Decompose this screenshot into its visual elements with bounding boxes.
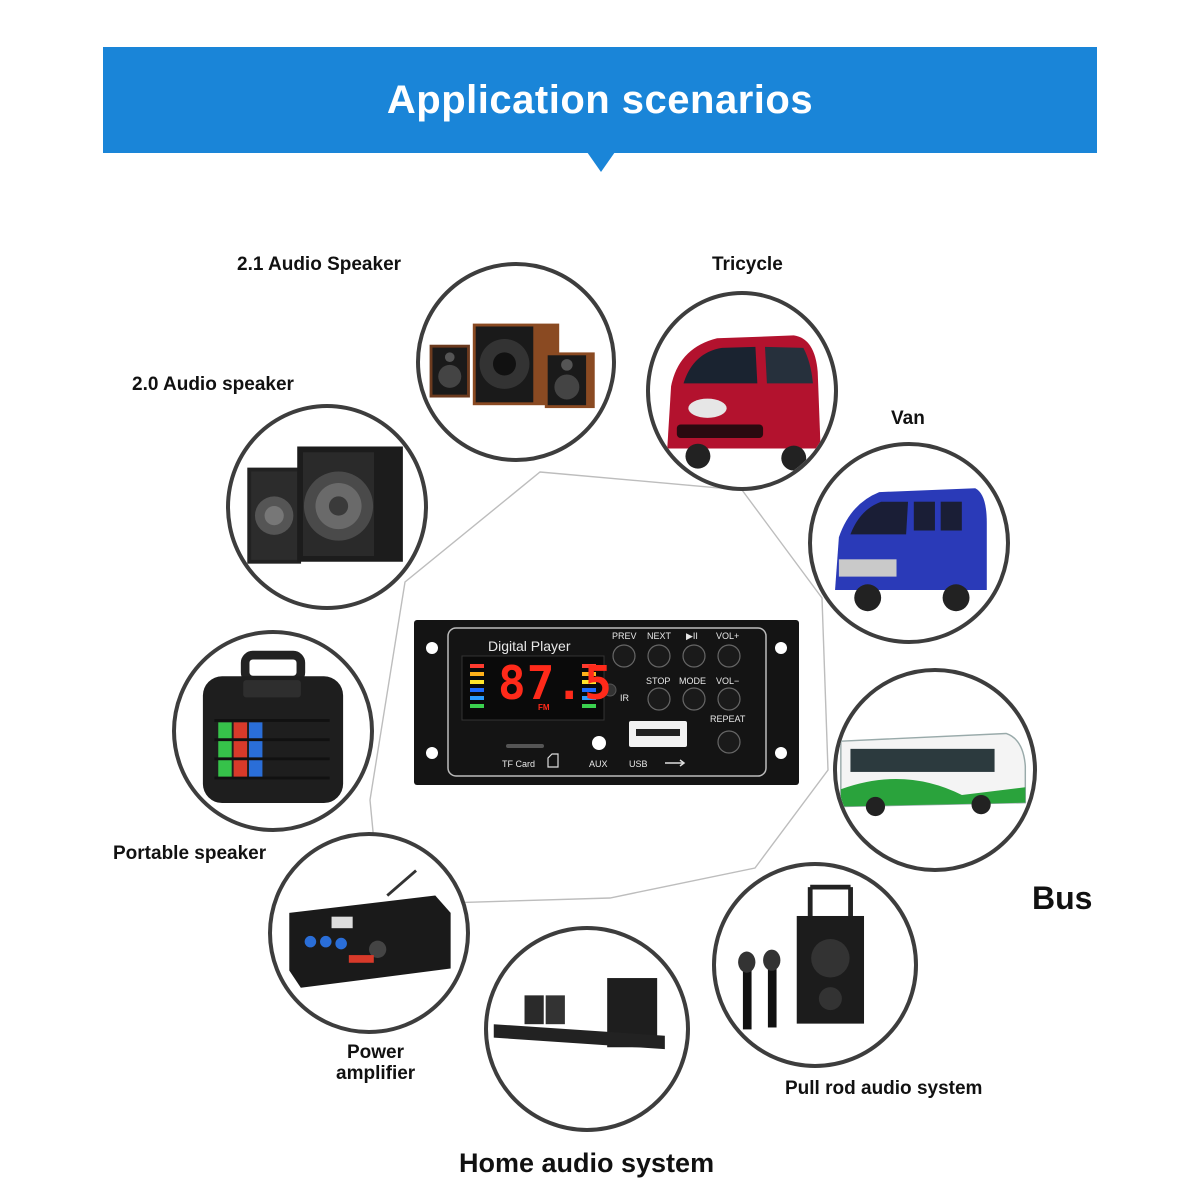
van-image (808, 442, 1010, 644)
mount-hole-icon (426, 642, 438, 654)
vol-up-button[interactable] (717, 644, 741, 668)
repeat-label: REPEAT (710, 714, 746, 724)
speaker-21-image (416, 262, 616, 462)
repeat-button[interactable] (717, 730, 741, 754)
aux-label: AUX (589, 759, 608, 769)
sd-card-icon (547, 753, 559, 768)
ir-label: IR (620, 693, 629, 703)
portable-speaker-image (172, 630, 374, 832)
label-power-line2: amplifier (336, 1063, 416, 1084)
mount-hole-icon (775, 642, 787, 654)
banner-pointer (587, 152, 615, 172)
prev-button[interactable] (612, 644, 636, 668)
tf-card-label: TF Card (502, 759, 536, 769)
label-power-line1: Power (347, 1042, 405, 1063)
tricycle-image (646, 291, 838, 491)
vol-up-label: VOL+ (716, 631, 740, 641)
label-speaker-21: 2.1 Audio Speaker (237, 254, 402, 275)
mode-label: MODE (679, 676, 706, 686)
home-audio-image (484, 926, 690, 1132)
level-bars-left (470, 664, 484, 708)
label-home-audio: Home audio system (459, 1148, 715, 1178)
usb-label: USB (629, 759, 648, 769)
mount-hole-icon (775, 747, 787, 759)
speaker-20-image (226, 404, 428, 610)
bus-image (833, 668, 1037, 872)
play-pause-label: ▶II (686, 631, 698, 641)
header-banner: Application scenarios (103, 47, 1097, 153)
power-amplifier-image (268, 832, 470, 1034)
vol-down-label: VOL− (716, 676, 740, 686)
label-bus: Bus (1032, 880, 1093, 916)
stop-label: STOP (646, 676, 671, 686)
prev-label: PREV (612, 631, 637, 641)
ir-sensor-icon (603, 683, 617, 697)
pull-rod-image (712, 862, 918, 1068)
mode-button[interactable] (682, 687, 706, 711)
label-tricycle: Tricycle (712, 254, 783, 275)
level-bars-right (582, 664, 596, 708)
stop-button[interactable] (647, 687, 671, 711)
next-label: NEXT (647, 631, 672, 641)
band-indicator: FM (538, 703, 550, 712)
label-pull-rod: Pull rod audio system (785, 1078, 983, 1099)
usb-icon (665, 759, 686, 767)
label-van: Van (891, 408, 925, 429)
fm-frequency-display: 87.5 (498, 656, 613, 710)
mount-hole-icon (426, 747, 438, 759)
label-speaker-20: 2.0 Audio speaker (132, 374, 294, 395)
page-title: Application scenarios (386, 77, 814, 122)
label-portable: Portable speaker (113, 843, 267, 864)
next-button[interactable] (647, 644, 671, 668)
tf-card-slot[interactable] (506, 744, 544, 748)
player-title: Digital Player (488, 638, 571, 654)
digital-player-module: Digital Player 87.5 FM IR PREV NEXT ▶II … (414, 620, 799, 785)
play-pause-button[interactable] (682, 644, 706, 668)
vol-down-button[interactable] (717, 687, 741, 711)
aux-jack[interactable] (592, 736, 606, 750)
